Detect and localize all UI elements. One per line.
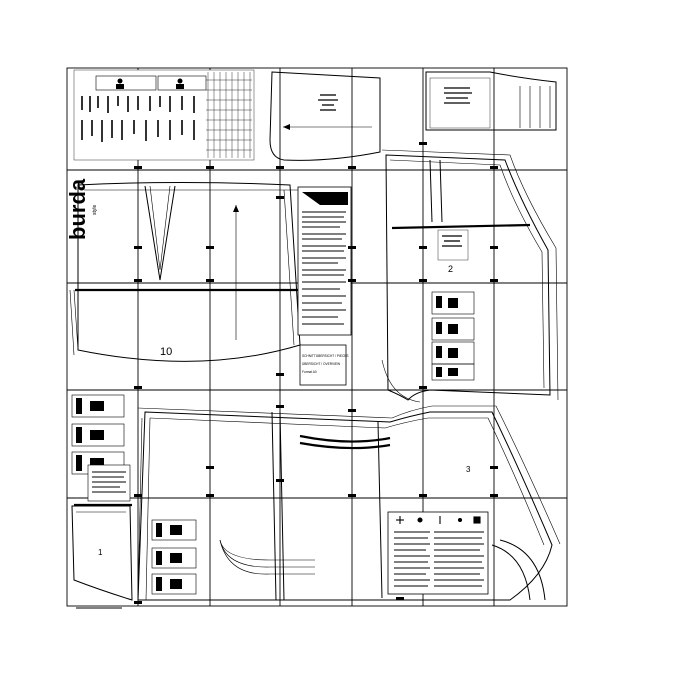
- tile-markers: [134, 142, 498, 604]
- overview-line-2: ÜBERSICHT / OVERVIEW: [302, 362, 340, 366]
- instruction-box: [297, 186, 352, 336]
- piece-number-1: 1: [98, 548, 103, 557]
- burda-logo: burda style: [65, 178, 98, 240]
- overview-box: SCHNITTÜBERSICHT / PIECES ÜBERSICHT / OV…: [299, 344, 349, 386]
- cutting-layouts-left: [71, 394, 131, 502]
- piece-number-10: 10: [160, 346, 172, 358]
- overview-line-3: Format A0: [302, 370, 317, 374]
- size-chart-panel: [73, 69, 255, 161]
- pattern-piece-1: 1: [71, 503, 133, 601]
- sheet-border: [66, 67, 568, 607]
- piece-number-3: 3: [466, 465, 471, 474]
- pattern-piece-5: [269, 71, 381, 161]
- cutting-layouts-bottom: [151, 519, 197, 595]
- piece-number-2: 2: [448, 264, 453, 274]
- overview-line-1: SCHNITTÜBERSICHT / PIECES: [302, 354, 349, 358]
- symbol-legend: [387, 511, 489, 595]
- cutting-layouts-right: [431, 291, 475, 381]
- pattern-piece-2: 2: [381, 149, 559, 403]
- pattern-piece-6: [425, 71, 557, 131]
- pattern-piece-10: 10: [69, 182, 301, 362]
- brand-subtitle: style: [92, 205, 98, 216]
- pattern-piece-3: 3: [137, 405, 561, 601]
